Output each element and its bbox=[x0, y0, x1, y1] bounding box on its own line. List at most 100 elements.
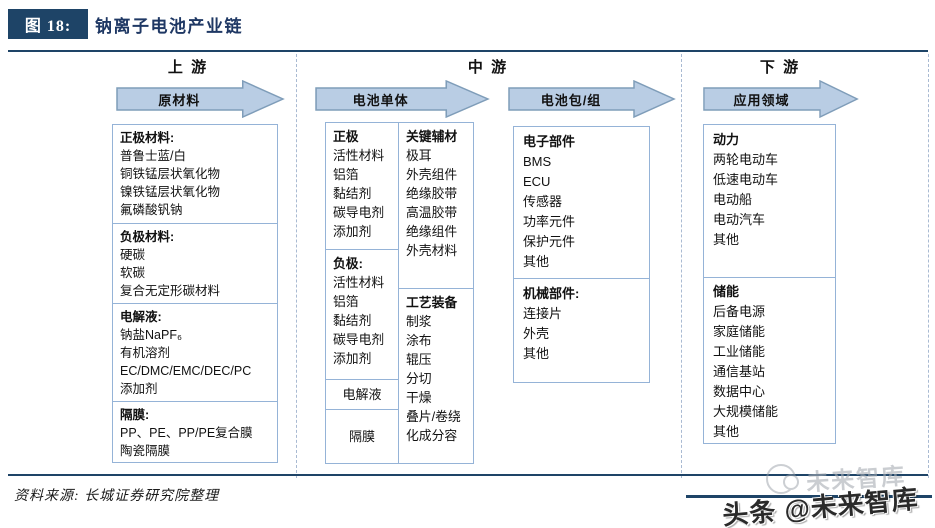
cell-box-right-column: 关键辅材 极耳外壳组件绝缘胶带高温胶带绝缘组件外壳材料 工艺装备 制浆涂布辊压分… bbox=[399, 123, 473, 463]
cell-box-left-column: 正极 活性材料铝箔黏结剂碳导电剂添加剂 负极: 活性材料铝箔黏结剂碳导电剂添加剂… bbox=[326, 123, 399, 463]
electronic-part-item: 保护元件 bbox=[523, 234, 576, 249]
storage-application-item: 大规模储能 bbox=[713, 404, 779, 419]
storage-application-item: 其他 bbox=[713, 424, 740, 439]
equipment-item: 分切 bbox=[406, 371, 432, 386]
cell-cathode-item: 活性材料 bbox=[333, 148, 385, 163]
separator-cell: 隔膜 bbox=[326, 409, 398, 463]
equipment-item: 化成分容 bbox=[406, 428, 458, 443]
electronic-part-item: 功率元件 bbox=[523, 214, 576, 229]
mechanical-part-item: 连接片 bbox=[523, 306, 563, 321]
group-items: 钠盐NaPF₆ 有机溶剂 EC/DMC/EMC/DEC/PC 添加剂 bbox=[120, 326, 270, 398]
cathode-materials-group: 正极材料: 普鲁士蓝/白铜铁锰层状氧化物镍铁锰层状氧化物氟磷酸钒钠 bbox=[113, 125, 277, 223]
midstream-header: 中 游 bbox=[467, 59, 509, 76]
arrow-battery-pack-label: 电池包/组 bbox=[540, 92, 602, 108]
figure-title: 钠离子电池产业链 bbox=[95, 17, 243, 36]
cell-cathode-item: 添加剂 bbox=[333, 224, 372, 239]
group-items: 制浆涂布辊压分切干燥叠片/卷绕化成分容 bbox=[406, 312, 466, 445]
anode-materials-group: 负极材料: 硬碳软碳复合无定形碳材料 bbox=[113, 223, 277, 303]
auxiliary-item: 外壳材料 bbox=[406, 243, 458, 258]
group-items: 活性材料铝箔黏结剂碳导电剂添加剂 bbox=[333, 146, 391, 241]
group-items: PP、PE、PP/PE复合膜陶瓷隔膜 bbox=[120, 424, 270, 460]
separator-item: 陶瓷隔膜 bbox=[120, 444, 171, 458]
anode-material-item: 复合无定形碳材料 bbox=[120, 284, 221, 298]
cathode-material-item: 铜铁锰层状氧化物 bbox=[120, 167, 221, 181]
group-items: 后备电源家庭储能工业储能通信基站数据中心大规模储能其他 bbox=[713, 302, 826, 442]
upstream-header: 上 游 bbox=[167, 59, 209, 76]
cell-anode-item: 活性材料 bbox=[333, 275, 385, 290]
group-heading: 正极材料: bbox=[120, 131, 175, 145]
right-arrow-icon bbox=[315, 80, 490, 118]
group-heading: 负极: bbox=[333, 256, 363, 271]
watermark-logo-icon bbox=[766, 464, 799, 494]
electrolyte-item: EC/DMC/EMC/DEC/PC bbox=[120, 364, 252, 378]
electrolyte-item: 钠盐NaPF₆ bbox=[120, 328, 182, 342]
auxiliary-item: 极耳 bbox=[406, 148, 432, 163]
figure-number-tag: 图 18: bbox=[8, 9, 88, 39]
auxiliary-item: 外壳组件 bbox=[406, 167, 458, 182]
power-application-item: 其他 bbox=[713, 232, 740, 247]
right-arrow-icon bbox=[116, 80, 285, 118]
electrolyte-cell: 电解液 bbox=[326, 379, 398, 409]
battery-cell-box: 正极 活性材料铝箔黏结剂碳导电剂添加剂 负极: 活性材料铝箔黏结剂碳导电剂添加剂… bbox=[325, 122, 474, 464]
equipment-item: 干燥 bbox=[406, 390, 432, 405]
mechanical-part-item: 外壳 bbox=[523, 326, 550, 341]
auxiliary-item: 绝缘组件 bbox=[406, 224, 458, 239]
cell-cathode-item: 碳导电剂 bbox=[333, 205, 385, 220]
arrow-applications-label: 应用领域 bbox=[733, 92, 790, 108]
right-arrow-icon bbox=[703, 80, 859, 118]
downstream-applications-box: 动力 两轮电动车低速电动车电动船电动汽车其他 储能 后备电源家庭储能工业储能通信… bbox=[703, 124, 836, 444]
title-underline bbox=[8, 50, 928, 52]
watermark-underline bbox=[686, 495, 932, 498]
power-application-item: 低速电动车 bbox=[713, 172, 779, 187]
storage-application-item: 后备电源 bbox=[713, 304, 766, 319]
group-items: 两轮电动车低速电动车电动船电动汽车其他 bbox=[713, 150, 826, 250]
equipment-item: 制浆 bbox=[406, 314, 432, 329]
group-heading: 正极 bbox=[333, 129, 359, 144]
group-heading: 电子部件 bbox=[523, 134, 576, 149]
arrow-raw-materials: 原材料 bbox=[116, 80, 285, 118]
key-auxiliary-group: 关键辅材 极耳外壳组件绝缘胶带高温胶带绝缘组件外壳材料 bbox=[399, 123, 473, 288]
power-application-item: 电动船 bbox=[713, 192, 753, 207]
group-heading: 动力 bbox=[713, 132, 740, 147]
electrolyte-item: 有机溶剂 bbox=[120, 346, 171, 360]
anode-material-item: 软碳 bbox=[120, 266, 146, 280]
group-heading: 机械部件: bbox=[523, 286, 580, 301]
auxiliary-item: 高温胶带 bbox=[406, 205, 458, 220]
watermark-text: 头条 @未来智库 bbox=[721, 483, 920, 528]
group-heading: 隔膜: bbox=[120, 408, 150, 422]
section-separator-right bbox=[681, 54, 682, 478]
electronic-part-item: BMS bbox=[523, 154, 552, 169]
electronic-part-item: 传感器 bbox=[523, 194, 563, 209]
cell-anode-group: 负极: 活性材料铝箔黏结剂碳导电剂添加剂 bbox=[326, 249, 398, 379]
anode-material-item: 硬碳 bbox=[120, 248, 146, 262]
electronic-part-item: 其他 bbox=[523, 254, 550, 269]
cell-cathode-item: 黏结剂 bbox=[333, 186, 372, 201]
group-heading: 工艺装备 bbox=[406, 295, 458, 310]
cell-anode-item: 碳导电剂 bbox=[333, 332, 385, 347]
group-heading: 储能 bbox=[713, 284, 740, 299]
mechanical-parts-group: 机械部件: 连接片外壳其他 bbox=[514, 278, 649, 382]
electrolyte-item: 添加剂 bbox=[120, 382, 158, 396]
electronic-parts-group: 电子部件 BMS ECU 传感器功率元件保护元件其他 bbox=[514, 127, 649, 278]
separator-item: PP、PE、PP/PE复合膜 bbox=[120, 426, 253, 440]
power-application-item: 电动汽车 bbox=[713, 212, 766, 227]
group-heading: 负极材料: bbox=[120, 230, 175, 244]
cathode-material-item: 普鲁士蓝/白 bbox=[120, 149, 186, 163]
downstream-header: 下 游 bbox=[759, 59, 801, 76]
section-separator-edge bbox=[928, 54, 929, 478]
storage-application-item: 家庭储能 bbox=[713, 324, 766, 339]
group-items: 普鲁士蓝/白铜铁锰层状氧化物镍铁锰层状氧化物氟磷酸钒钠 bbox=[120, 147, 270, 219]
arrow-battery-pack: 电池包/组 bbox=[508, 80, 676, 118]
arrow-battery-cell: 电池单体 bbox=[315, 80, 490, 118]
figure-bottom-rule bbox=[8, 474, 928, 476]
equipment-item: 叠片/卷绕 bbox=[406, 409, 461, 424]
cell-anode-item: 铝箔 bbox=[333, 294, 359, 309]
group-items: 硬碳软碳复合无定形碳材料 bbox=[120, 246, 270, 300]
electronic-part-item: ECU bbox=[523, 174, 551, 189]
group-items: 极耳外壳组件绝缘胶带高温胶带绝缘组件外壳材料 bbox=[406, 146, 466, 260]
source-note: 资料来源: 长城证券研究院整理 bbox=[14, 489, 220, 504]
section-separator-left bbox=[296, 54, 297, 478]
equipment-item: 辊压 bbox=[406, 352, 432, 367]
